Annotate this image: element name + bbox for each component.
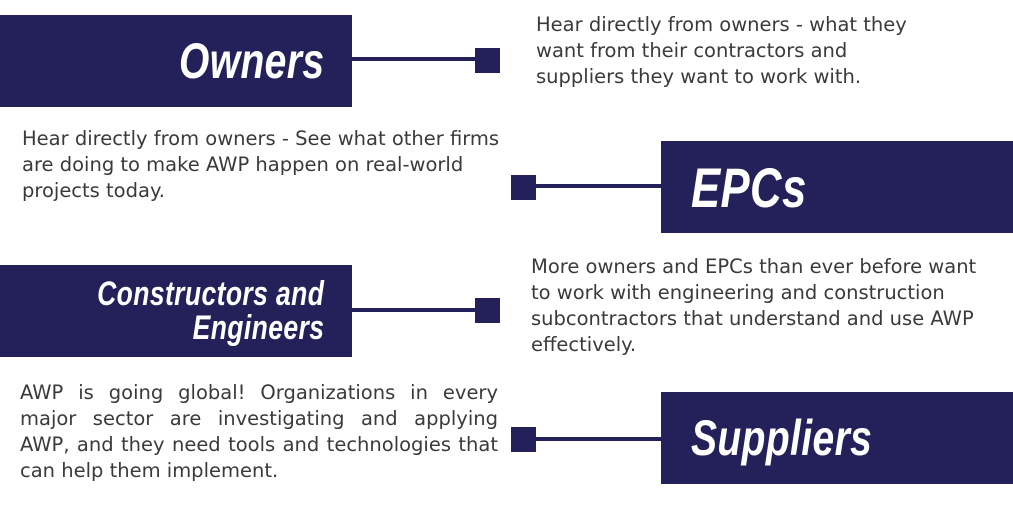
constructors-engineers-box: Constructors and Engineers: [0, 265, 352, 357]
suppliers-box: Suppliers: [661, 392, 1013, 484]
epcs-connector-square: [511, 175, 536, 200]
constructors-connector-square: [475, 298, 500, 323]
suppliers-connector-square: [511, 427, 536, 452]
epcs-label: EPCs: [691, 155, 807, 219]
owners-connector-square: [475, 48, 500, 73]
constructors-engineers-description: More owners and EPCs than ever before wa…: [531, 255, 977, 356]
epcs-connector-line: [535, 184, 663, 188]
owners-connector-line: [352, 57, 476, 61]
suppliers-label: Suppliers: [691, 410, 873, 466]
constructors-engineers-label: Constructors and Engineers: [33, 277, 324, 345]
suppliers-connector-line: [535, 437, 663, 441]
epcs-box: EPCs: [661, 141, 1013, 233]
engineers-label-line2: Engineers: [192, 309, 324, 347]
owners-label: Owners: [178, 33, 324, 89]
epcs-description: Hear directly from owners - See what oth…: [22, 127, 500, 202]
owners-description: Hear directly from owners - what they wa…: [536, 13, 907, 88]
constructors-label-line1: Constructors and: [96, 275, 324, 313]
suppliers-description: AWP is going global! Organizations in ev…: [20, 381, 498, 482]
constructors-connector-line: [352, 308, 476, 312]
owners-box: Owners: [0, 15, 352, 107]
